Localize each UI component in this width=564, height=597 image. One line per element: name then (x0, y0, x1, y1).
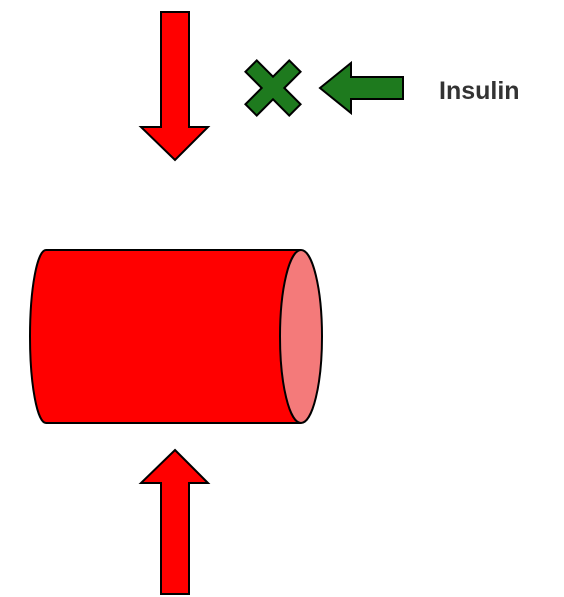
left-arrow-icon (320, 63, 403, 113)
up-arrow-icon (141, 450, 208, 594)
cylinder-icon (30, 250, 322, 423)
down-arrow-icon (141, 12, 208, 160)
insulin-label: Insulin (439, 77, 520, 105)
x-mark-icon (229, 44, 317, 132)
